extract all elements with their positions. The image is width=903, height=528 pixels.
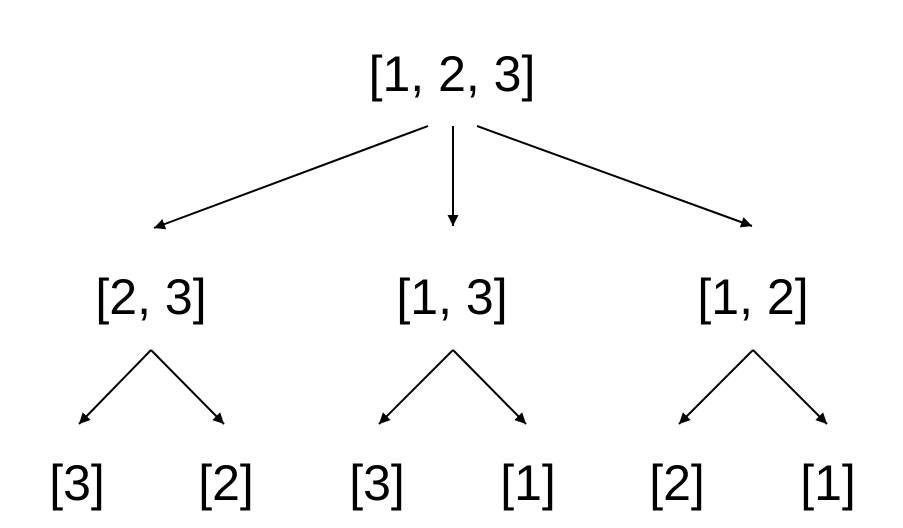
leaf-node-label: [3]	[49, 455, 105, 511]
edge-root-to-node-3	[476, 125, 753, 228]
level1-node-label: [2, 3]	[95, 269, 206, 325]
level1-node-label: [1, 3]	[396, 269, 507, 325]
edge-node-2-to-leaf-2	[452, 349, 527, 425]
edge-node-3-to-leaf-2	[752, 349, 828, 425]
level1-node-label: [1, 2]	[697, 269, 808, 325]
root-node-label: [1, 2, 3]	[369, 46, 536, 102]
leaf-node-label: [2]	[198, 455, 254, 511]
leaf-node-label: [1]	[500, 455, 556, 511]
edge-node-3-to-leaf-1	[678, 349, 754, 425]
edge-node-1-to-leaf-2	[150, 349, 225, 425]
leaf-node-label: [3]	[349, 455, 405, 511]
leaf-node-label: [2]	[649, 455, 705, 511]
subtree-1-edges	[78, 349, 225, 425]
edge-node-2-to-leaf-1	[378, 349, 454, 425]
leaf-node-label: [1]	[800, 455, 856, 511]
edge-root-to-node-1	[153, 125, 429, 230]
root-edges	[153, 125, 753, 230]
subtree-3-edges	[678, 349, 828, 425]
edge-node-1-to-leaf-1	[78, 349, 152, 425]
subtree-2-edges	[378, 349, 527, 425]
